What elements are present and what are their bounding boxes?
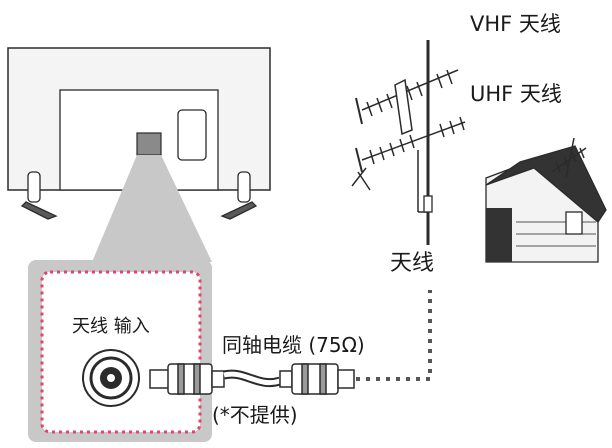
vhf-antenna-element: [355, 69, 459, 136]
antenna-input-label: 天线 输入: [72, 316, 150, 337]
vhf-antenna-label: VHF 天线: [470, 12, 561, 36]
antenna-input-jack: [82, 349, 140, 407]
coax-cable-label: 同轴电缆 (75Ω): [222, 333, 365, 357]
coax-cable: [149, 363, 355, 395]
uhf-antenna-element: [351, 116, 466, 191]
uhf-antenna-label: UHF 天线: [470, 82, 562, 106]
antenna-mast: [417, 40, 433, 245]
tv-stand-left: [20, 171, 58, 220]
house: [485, 145, 607, 263]
callout-funnel: [92, 155, 212, 262]
antenna-label: 天线: [390, 251, 435, 276]
cable-run-dotted: [356, 290, 432, 381]
tv-stand-right: [220, 171, 258, 220]
rooftop-antenna: [551, 137, 587, 179]
not-provided-note: (*不提供): [212, 403, 298, 427]
